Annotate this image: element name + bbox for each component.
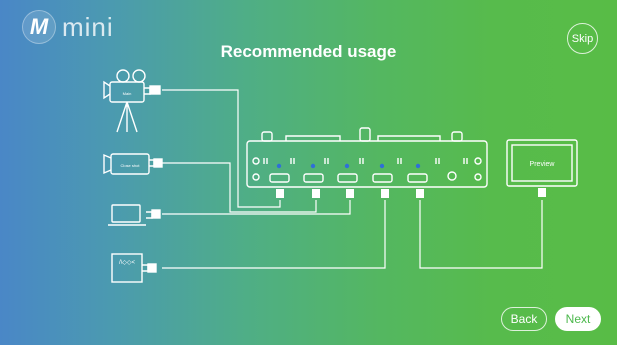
logo-badge: M [22,10,56,44]
cable-camcorder [160,162,317,213]
skip-button[interactable]: Skip [567,23,598,54]
graphics-caption: /\◇◇< [119,260,136,266]
port-indicator-dots [276,163,421,169]
camcorder-caption: Close shot [121,163,141,168]
cable-monitor [419,200,543,269]
cable-graphics [162,200,386,269]
next-button[interactable]: Next [555,307,601,331]
cable-laptop [162,200,351,215]
cables [160,89,543,269]
video-camera-icon [103,69,161,133]
monitor-label: Preview [530,161,556,168]
logo-letter: M [29,14,49,39]
logo-name: mini [62,11,114,42]
laptop-icon [108,204,161,226]
graphics-source-icon [111,253,157,283]
back-button[interactable]: Back [501,307,547,331]
camcorder-icon [103,153,163,175]
camera-caption: Main [123,91,132,96]
switcher-plugs [276,188,546,198]
page-title: Recommended usage [220,42,397,61]
app-logo: M mini [22,10,114,44]
cable-camera [162,89,281,208]
preview-monitor-icon [506,139,578,187]
switcher-device [246,127,488,188]
